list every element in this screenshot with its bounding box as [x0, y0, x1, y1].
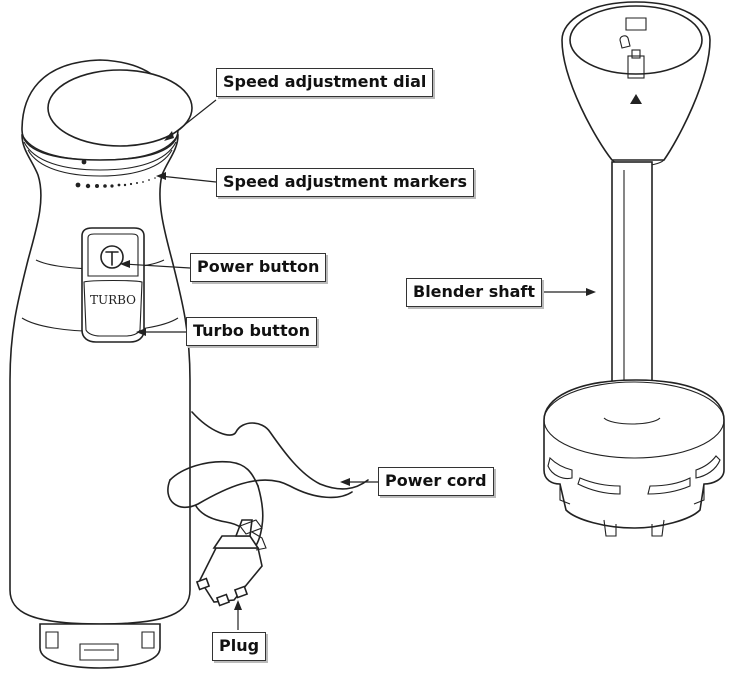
motor-body: TURBO: [9, 59, 193, 669]
label-power-cord-text: Power cord: [385, 471, 487, 490]
label-power-cord: Power cord: [378, 467, 494, 496]
label-blender-shaft-text: Blender shaft: [413, 282, 536, 301]
label-power-button-text: Power button: [197, 257, 320, 276]
button-panel: [81, 227, 145, 343]
power-cord: [167, 411, 369, 553]
bottom-coupling: [39, 623, 161, 669]
label-turbo-button: Turbo button: [186, 317, 317, 346]
power-button[interactable]: [100, 245, 124, 269]
label-speed-adjustment-dial-text: Speed adjustment dial: [223, 72, 427, 91]
turbo-text: TURBO: [90, 293, 136, 307]
speed-markers: [75, 159, 156, 189]
label-speed-adjustment-dial: Speed adjustment dial: [216, 68, 434, 97]
label-speed-adjustment-markers: Speed adjustment markers: [216, 168, 474, 197]
label-turbo-button-text: Turbo button: [193, 321, 310, 340]
leader-lines: [120, 99, 596, 630]
speed-dial-face: [47, 69, 193, 147]
label-power-button: Power button: [190, 253, 327, 282]
blender-shaft-assembly: [543, 1, 725, 537]
label-plug-text: Plug: [219, 636, 260, 655]
label-plug: Plug: [212, 632, 267, 661]
label-speed-adjustment-markers-text: Speed adjustment markers: [223, 172, 467, 191]
turbo-button[interactable]: TURBO: [90, 293, 136, 307]
plug: [195, 519, 267, 607]
label-blender-shaft: Blender shaft: [406, 278, 543, 307]
